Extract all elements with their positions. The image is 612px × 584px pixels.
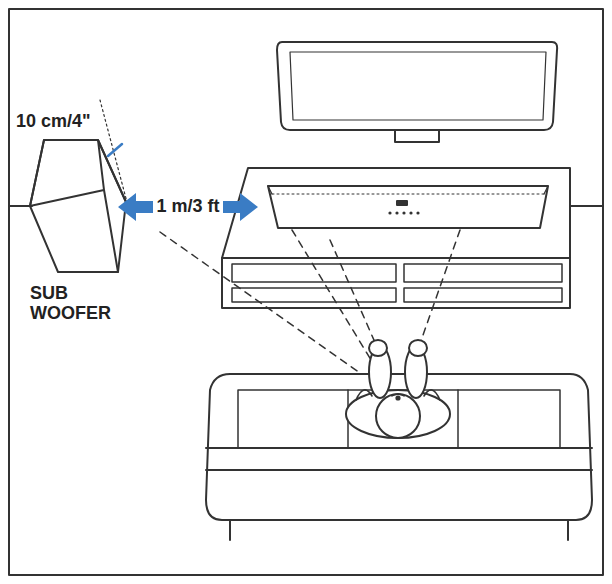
part-name: SUB WOOFER [30,284,150,324]
dimension-label: 10 cm/4" [16,112,91,132]
distance-label: 1 m/3 ft [153,197,222,217]
